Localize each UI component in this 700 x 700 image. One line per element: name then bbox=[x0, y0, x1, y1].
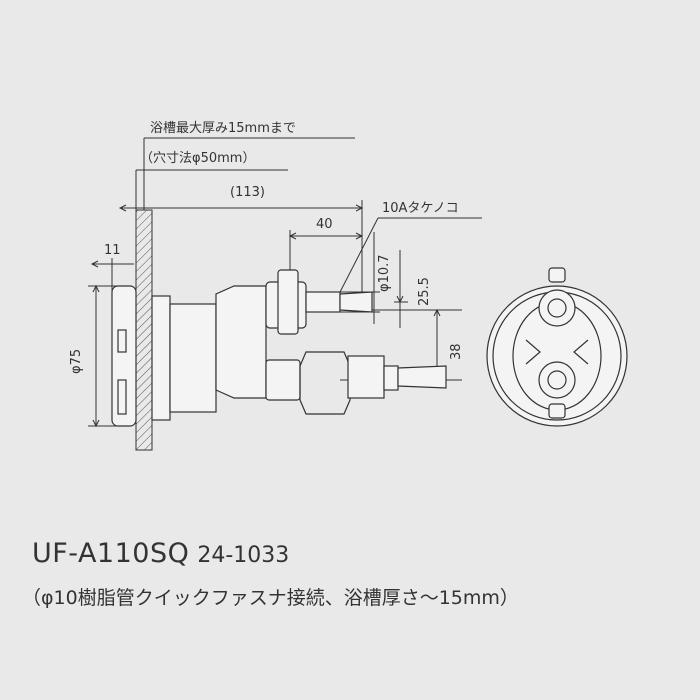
product-description: （φ10樹脂管クイックファスナ接続、浴槽厚さ～15mm） bbox=[22, 587, 519, 609]
fitting-length-dimension bbox=[288, 230, 364, 275]
fitting-label: 10Aタケノコ bbox=[382, 201, 459, 216]
fitting-leader bbox=[337, 217, 482, 297]
body-diameter-label: φ75 bbox=[69, 349, 84, 374]
flange-offset-label: 11 bbox=[104, 243, 121, 258]
upper-height-label: 25.5 bbox=[417, 277, 432, 306]
product-code: 24-1033 bbox=[197, 543, 290, 568]
overall-length-dimension bbox=[118, 200, 364, 300]
fitting-length-label: 40 bbox=[316, 217, 333, 232]
body-diameter-dimension bbox=[88, 284, 118, 428]
fitting-side-view bbox=[111, 269, 447, 427]
model-number: UF-A110SQ bbox=[32, 538, 190, 569]
pipe-diameter-label: φ10.7 bbox=[377, 254, 392, 292]
thickness-note: 浴槽最大厚み15mmまで bbox=[150, 121, 296, 136]
thickness-note-leader bbox=[135, 137, 355, 210]
hole-note: （穴寸法φ50mm） bbox=[140, 151, 255, 166]
tub-wall bbox=[135, 209, 153, 451]
upper-height-dimension bbox=[394, 250, 408, 328]
fitting-front-view bbox=[486, 267, 628, 427]
model-heading: UF-A110SQ 24-1033 bbox=[32, 538, 289, 569]
overall-length-label: (113) bbox=[230, 185, 265, 200]
pitch-label: 38 bbox=[449, 343, 464, 360]
